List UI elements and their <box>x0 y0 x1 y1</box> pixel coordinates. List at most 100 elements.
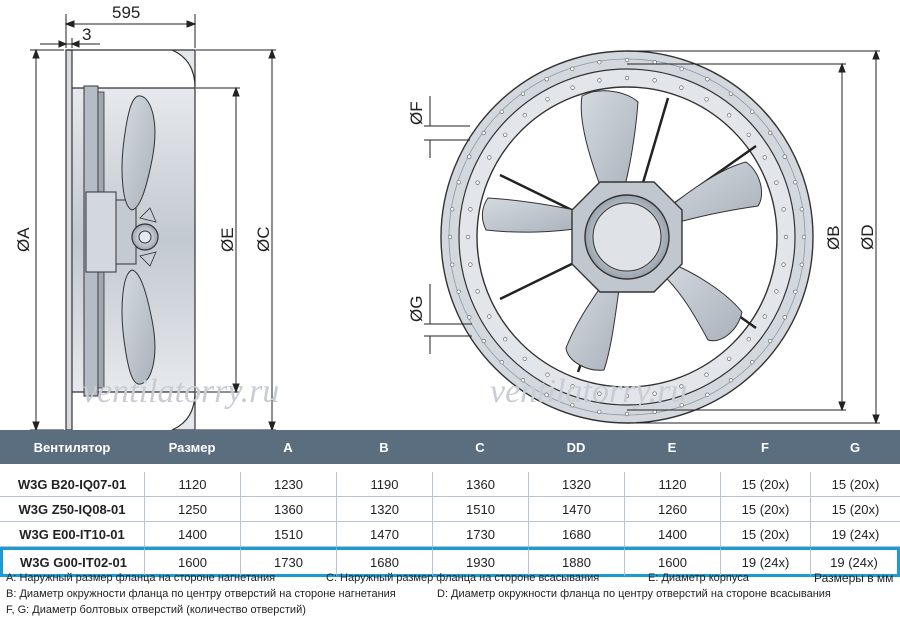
bolt-hole <box>487 314 492 319</box>
table-cell: W3G G00-IT02-01 <box>0 547 144 577</box>
table-cell: 1360 <box>240 497 336 522</box>
bolt-hole <box>450 262 455 267</box>
bolt-hole <box>782 154 787 159</box>
bolt-hole <box>544 392 549 397</box>
bolt-hole <box>679 403 684 408</box>
bolt-hole <box>799 207 804 212</box>
bolt-hole <box>456 289 461 294</box>
col-f: F <box>720 430 810 464</box>
bolt-hole <box>597 409 602 414</box>
col-size: Размер <box>144 430 240 464</box>
watermark-right: ventilatorry.ru <box>490 373 687 410</box>
bolt-hole <box>570 85 575 90</box>
table-cell: 1120 <box>624 472 720 497</box>
bolt-hole <box>799 262 804 267</box>
spec-table: Вентилятор Размер A B C DD E F G W3G B20… <box>0 430 900 577</box>
bolt-hole <box>487 155 492 160</box>
table-cell: 1250 <box>144 497 240 522</box>
bolt-hole <box>679 85 684 90</box>
col-a: A <box>240 430 336 464</box>
table-row: W3G E00-IT10-01 1400 1510 1470 1730 1680… <box>0 522 900 547</box>
table-cell: 1510 <box>432 497 528 522</box>
bolt-hole <box>503 337 508 342</box>
table-cell: 1360 <box>432 472 528 497</box>
table-cell: 15 (20x) <box>720 472 810 497</box>
legend-a: A: Наружный размер фланца на стороне наг… <box>6 572 276 584</box>
table-cell: 1470 <box>336 522 432 547</box>
table-cell: 1600 <box>624 547 720 577</box>
legend-e: E: Диаметр корпуса <box>648 572 749 584</box>
bolt-hole <box>450 207 455 212</box>
blade-lower-right <box>659 261 743 342</box>
col-c: C <box>432 430 528 464</box>
bolt-hole <box>597 60 602 65</box>
bolt-hole <box>652 409 657 414</box>
side-dimensions <box>30 14 276 430</box>
col-e: E <box>624 430 720 464</box>
bolt-hole <box>520 378 526 383</box>
table-cell: 1400 <box>624 522 720 547</box>
bolt-hole <box>481 130 486 136</box>
bolt-hole <box>522 356 527 361</box>
table-cell: W3G Z50-IQ08-01 <box>0 497 144 522</box>
dim-dia-a: ØA <box>14 227 33 252</box>
bolt-hole <box>727 113 732 118</box>
bolt-hole <box>781 262 786 267</box>
bolt-hole <box>597 391 602 396</box>
bolt-hole <box>624 393 630 399</box>
bolt-hole <box>679 66 684 71</box>
bolt-hole <box>774 180 779 185</box>
table-cell: 15 (20x) <box>810 472 900 497</box>
bolt-hole <box>781 207 786 212</box>
bolt-hole <box>570 384 575 389</box>
bolt-hole <box>503 132 508 137</box>
bolt-hole <box>475 180 480 185</box>
table-cell: 1320 <box>336 497 432 522</box>
bolt-hole <box>768 130 773 136</box>
bolt-hole <box>793 180 798 185</box>
bolt-hole <box>545 97 550 102</box>
bolt-hole <box>728 378 734 383</box>
blade-bottom <box>565 281 621 371</box>
table-row-highlighted: W3G G00-IT02-01 1600 1730 1680 1930 1880… <box>0 547 900 577</box>
bolt-hole <box>652 60 657 65</box>
suction-bell <box>171 49 196 89</box>
bolt-hole <box>597 78 602 83</box>
bolt-hole <box>544 77 549 82</box>
bolt-hole <box>447 234 453 240</box>
table-cell: 1930 <box>432 547 528 577</box>
bolt-hole <box>774 289 779 294</box>
bolt-hole <box>750 360 755 365</box>
table-cell: 1230 <box>240 472 336 497</box>
dim-dia-g: ØG <box>407 296 426 322</box>
col-dd: DD <box>528 430 624 464</box>
dim-dia-f: ØF <box>407 101 426 125</box>
bolt-hole <box>468 207 473 212</box>
table-cell: 1730 <box>432 522 528 547</box>
table-header-row: Вентилятор Размер A B C DD E F G <box>0 430 900 464</box>
bolt-hole <box>522 113 527 118</box>
bolt-hole <box>728 91 734 96</box>
bolt-hole <box>570 66 575 71</box>
table-cell: 1320 <box>528 472 624 497</box>
bolt-hole <box>465 234 471 240</box>
bolt-hole <box>705 392 710 397</box>
bolt-hole <box>746 132 751 137</box>
table-cell: 1190 <box>336 472 432 497</box>
table-cell: 1470 <box>528 497 624 522</box>
table-cell: 1880 <box>528 547 624 577</box>
table-cell: 19 (24x) <box>810 547 900 577</box>
bolt-hole <box>624 75 630 81</box>
table-cell: 1260 <box>624 497 720 522</box>
motor <box>85 191 117 273</box>
bolt-hole <box>652 78 657 83</box>
bolt-hole <box>520 91 526 96</box>
bolt-hole <box>456 180 461 185</box>
bolt-hole <box>652 391 657 396</box>
col-b: B <box>336 430 432 464</box>
legend-units: Размеры в мм <box>814 571 894 585</box>
bolt-hole <box>545 372 550 377</box>
bolt-hole <box>793 289 798 294</box>
blade-upper-right <box>665 161 762 225</box>
bolt-holes <box>447 57 807 417</box>
